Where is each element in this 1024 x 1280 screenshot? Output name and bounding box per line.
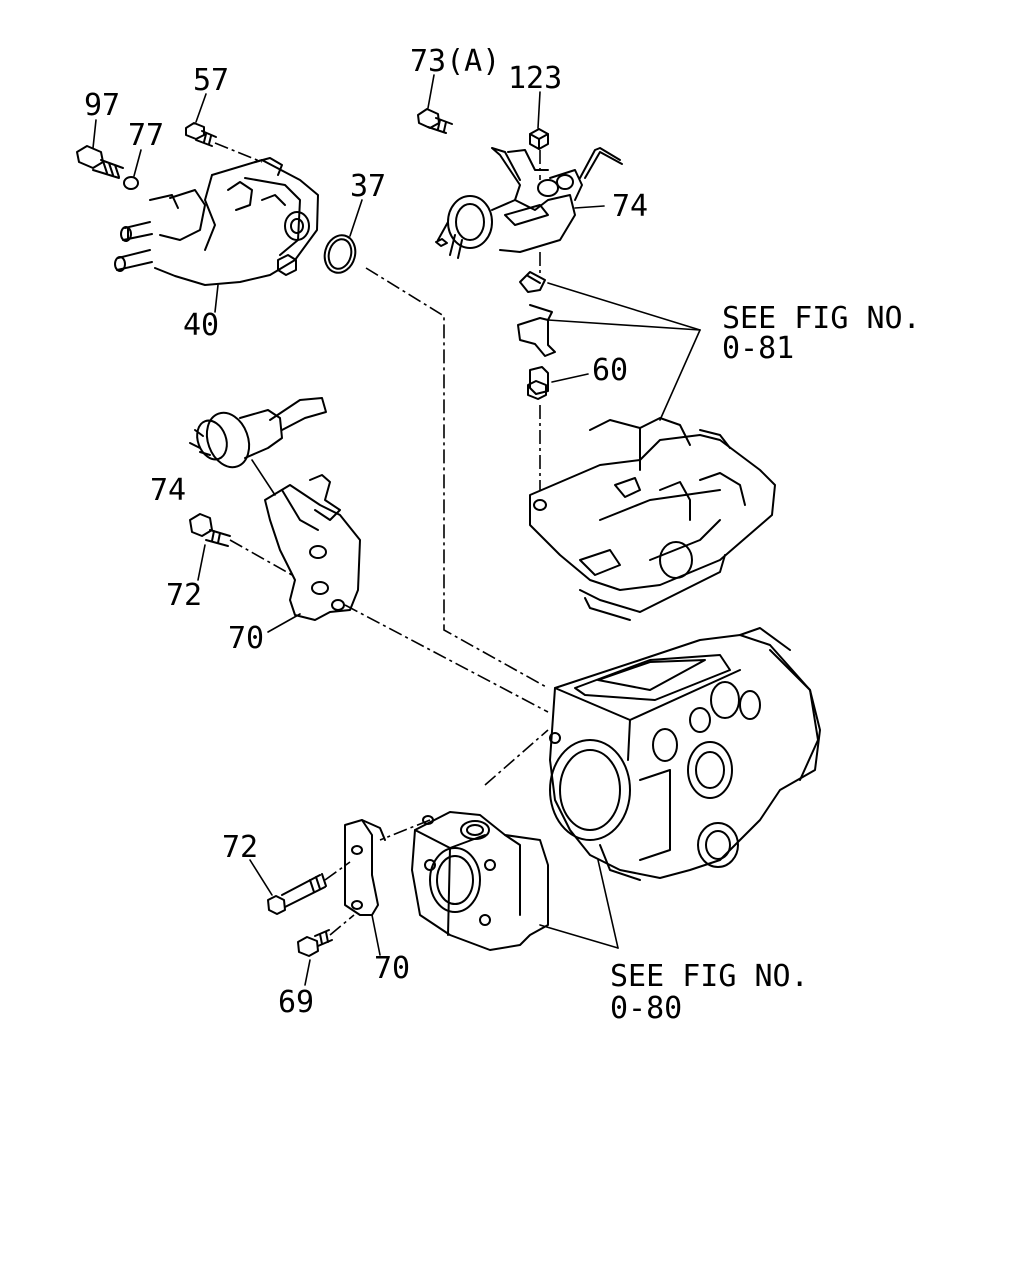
bracket-70-bottom [344, 819, 386, 956]
label-57: 57 [193, 63, 229, 98]
vacuum-actuator-74-top [435, 147, 623, 275]
intake-manifold-fig-0-81 [529, 417, 776, 621]
label-69: 69 [278, 985, 314, 1020]
label-37: 37 [350, 169, 386, 204]
bracket-70-left [264, 474, 549, 713]
label-74-top: 74 [612, 189, 648, 224]
label-72-bottom: 72 [222, 830, 258, 865]
bolt-72-bottom [249, 859, 351, 915]
bolt-72-left [189, 513, 293, 581]
label-72-left: 72 [166, 578, 202, 613]
vacuum-actuator-74-left [189, 397, 327, 496]
nut-123 [529, 91, 549, 180]
label-70-bottom: 70 [374, 951, 410, 986]
see-fig-0-81-line2: 0-81 [722, 331, 794, 366]
label-97: 97 [84, 88, 120, 123]
label-60: 60 [592, 353, 628, 388]
see-fig-0-80-line2: 0-80 [610, 991, 682, 1026]
throttle-body-housing [549, 627, 821, 949]
bolt-69 [297, 914, 355, 986]
label-40: 40 [183, 308, 219, 343]
label-70-left: 70 [228, 621, 264, 656]
bolt-60 [527, 366, 589, 490]
bolt-57 [185, 93, 263, 163]
label-123: 123 [508, 61, 562, 96]
label-77: 77 [128, 118, 164, 153]
label-74-left: 74 [150, 473, 186, 508]
adapter-block-fig-0-80 [379, 729, 619, 951]
o-ring-37 [323, 199, 549, 689]
see-fig-0-81-line1: SEE FIG NO. [722, 301, 921, 336]
throttle-valve-40 [114, 157, 319, 313]
see-fig-0-80-line1: SEE FIG NO. [610, 959, 809, 994]
washer-77 [123, 149, 142, 190]
clip-and-bracket [517, 271, 701, 421]
bolt-73a [417, 74, 453, 134]
bolt-97 [76, 119, 124, 179]
label-73a: 73(A) [410, 44, 500, 79]
